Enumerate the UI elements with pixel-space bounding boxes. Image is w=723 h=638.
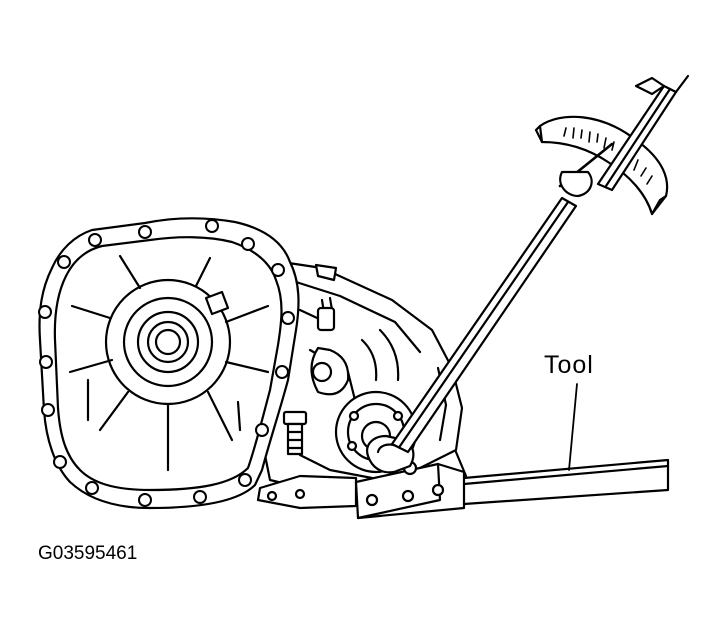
- mount-bracket: [256, 474, 358, 510]
- tool-leader-line: [568, 383, 578, 471]
- front-cover: [68, 254, 270, 472]
- tool-callout: Tool: [544, 351, 594, 471]
- drain-plug: [282, 410, 308, 456]
- torque-wrench: [390, 74, 690, 454]
- holding-tool: [354, 450, 670, 520]
- figure-id: G03595461: [38, 543, 137, 564]
- tool-label: Tool: [544, 351, 594, 379]
